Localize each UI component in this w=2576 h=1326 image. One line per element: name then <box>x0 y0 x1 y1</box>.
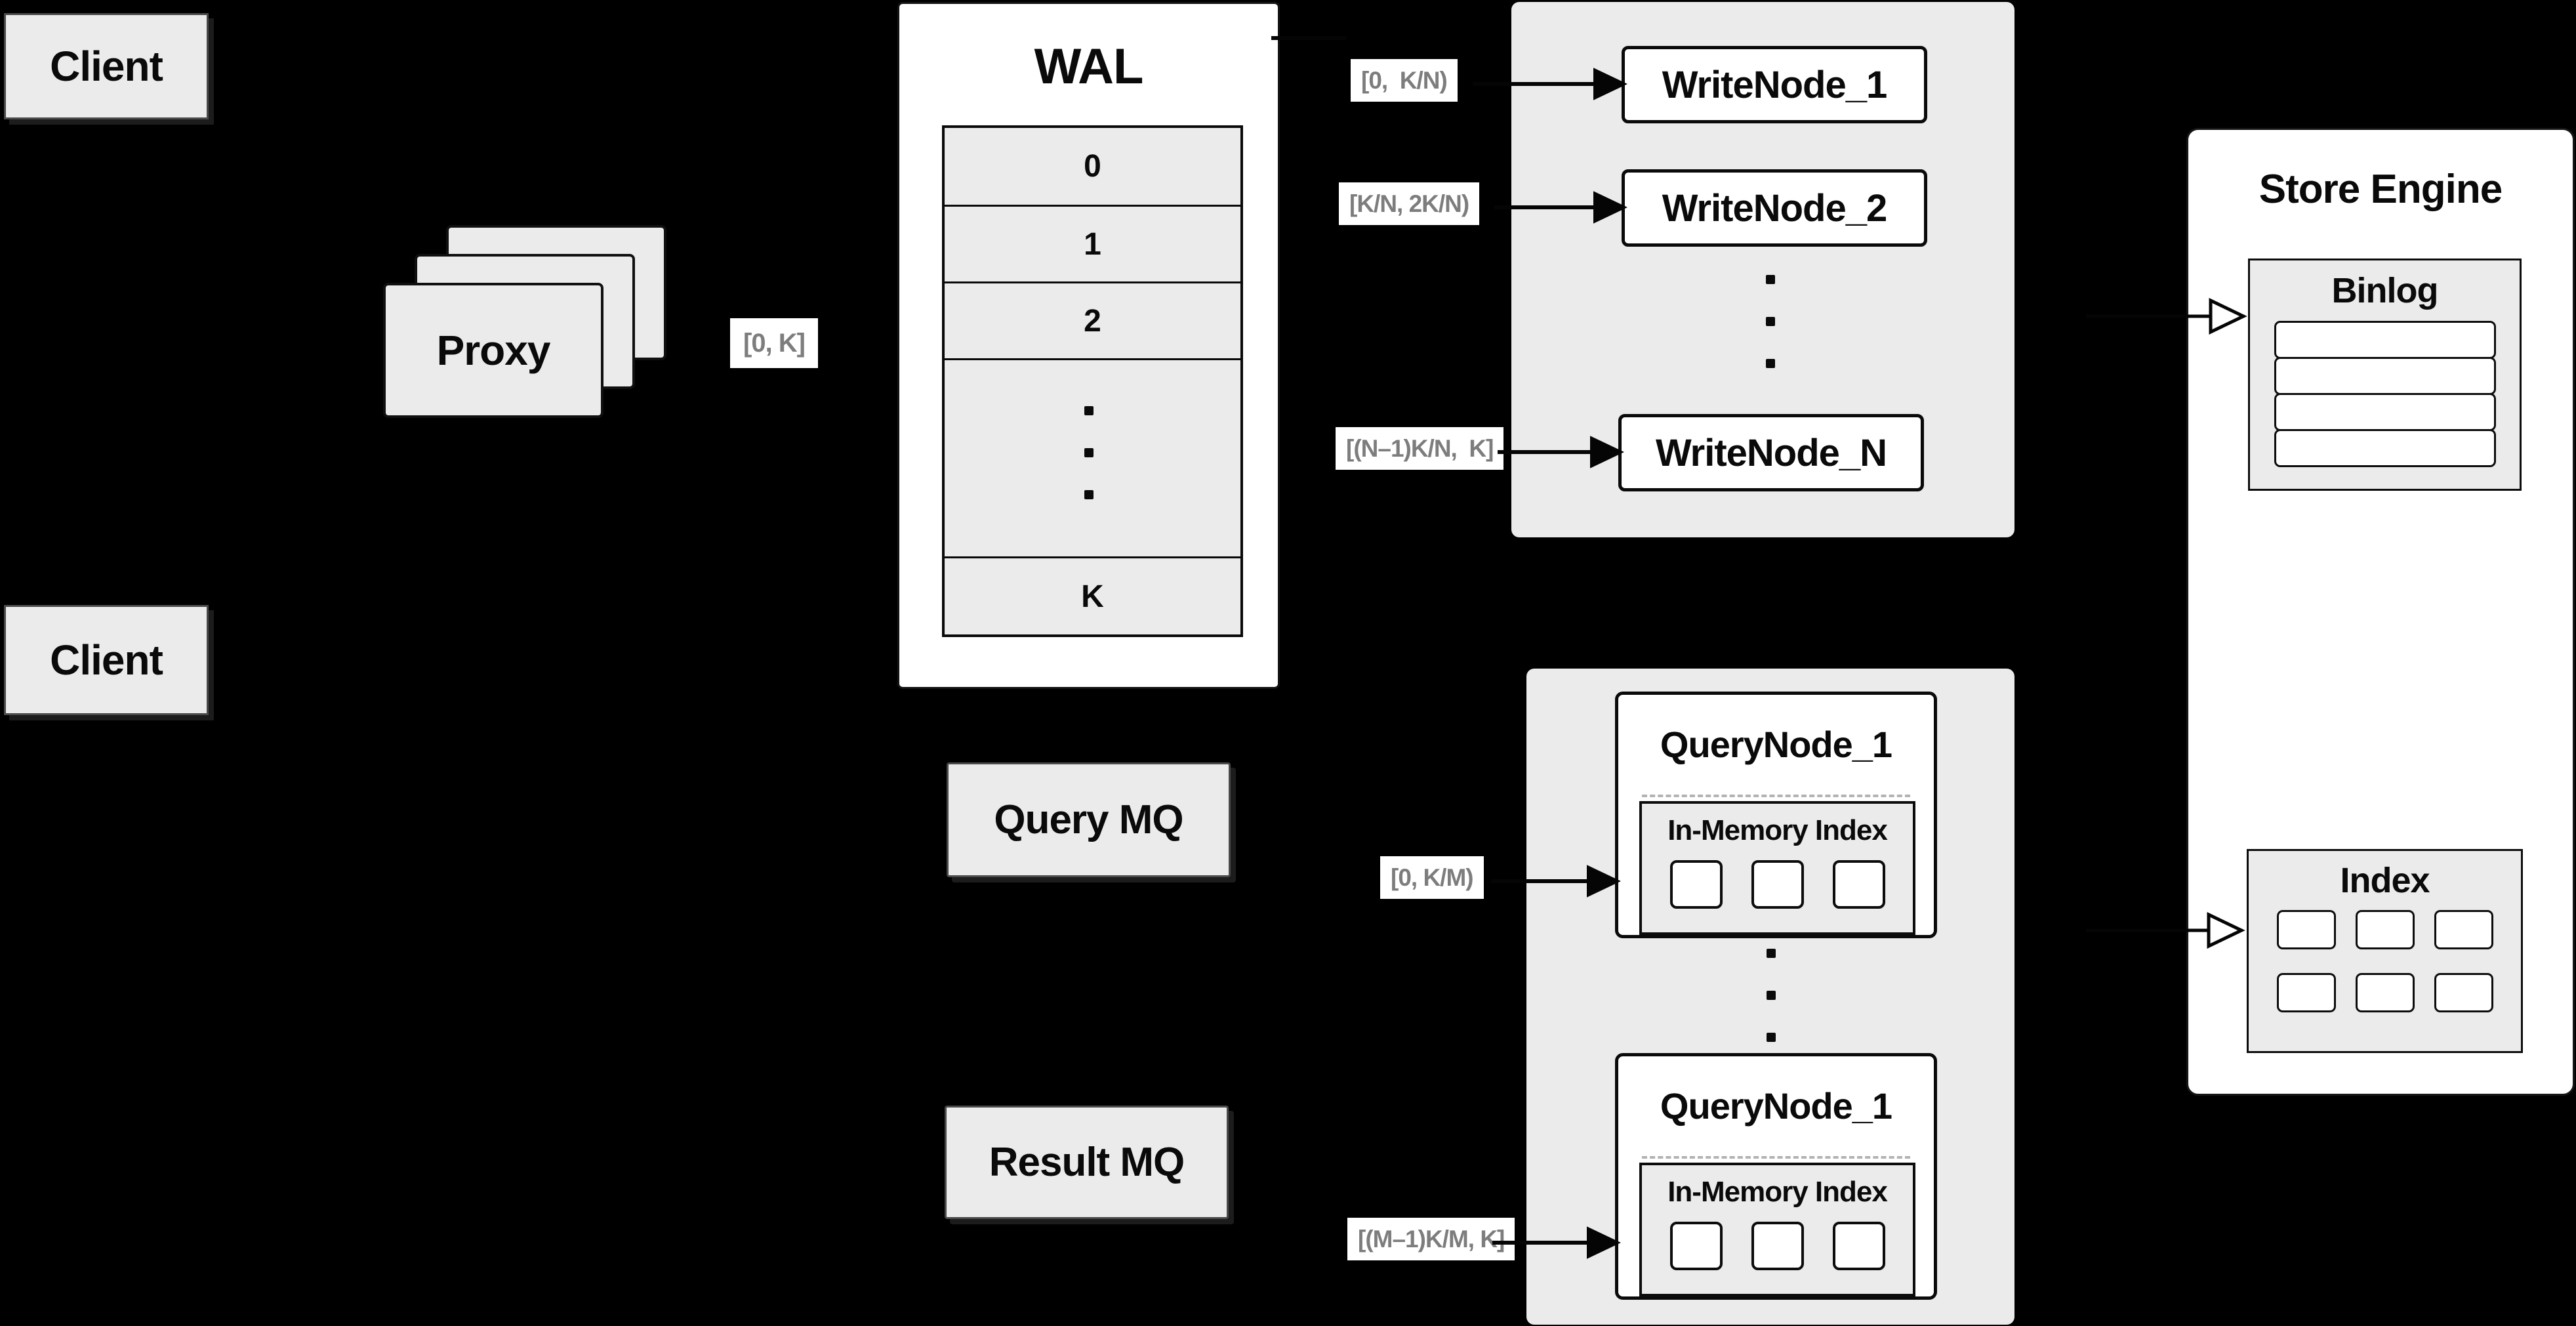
binlog-row <box>2274 429 2496 467</box>
client-box-bottom: Client <box>4 605 209 715</box>
wal-row-1: 1 <box>945 205 1240 281</box>
index-grid <box>2249 910 2521 1012</box>
dot-icon <box>1767 991 1776 1000</box>
write-node-n-box: WriteNode_N <box>1618 414 1924 491</box>
dot-icon <box>1084 406 1094 415</box>
write-node-ellipsis-dots <box>1766 275 1775 368</box>
memory-segment <box>1832 860 1885 909</box>
memory-segment <box>1669 860 1723 909</box>
range-label-client-to-wal: [0, K] <box>730 318 818 368</box>
in-memory-segments <box>1642 1222 1913 1270</box>
memory-segment <box>1832 1222 1885 1270</box>
wal-row-0: 0 <box>1084 149 1101 184</box>
result-mq-box: Result MQ <box>945 1106 1229 1219</box>
write-node-1-box: WriteNode_1 <box>1622 46 1927 123</box>
write-node-n-label: WriteNode_N <box>1655 431 1887 474</box>
store-engine-box: Store Engine Binlog Index <box>2186 128 2575 1096</box>
dot-icon <box>1766 359 1775 368</box>
wal-row-2: 2 <box>945 281 1240 358</box>
wal-row-k: K <box>945 556 1240 634</box>
client-box-top: Client <box>4 13 209 119</box>
dot-icon <box>1767 949 1776 958</box>
in-memory-segments <box>1642 860 1913 909</box>
range-label-query-node-m: [(M–1)K/M, K] <box>1347 1218 1515 1260</box>
index-cell <box>2434 973 2493 1012</box>
binlog-rows <box>2250 321 2520 467</box>
memory-segment <box>1751 860 1804 909</box>
index-cell <box>2434 910 2493 949</box>
index-box: Index <box>2247 849 2523 1053</box>
query-node-ellipsis-dots <box>1767 949 1776 1042</box>
query-node-top-box: QueryNode_1 In-Memory Index <box>1615 692 1937 938</box>
dot-icon <box>1084 490 1094 499</box>
range-label-write-node-1: [0, K/N) <box>1351 59 1458 102</box>
binlog-row <box>2274 321 2496 359</box>
query-node-divider <box>1642 795 1910 797</box>
range-label-query-node-1: [0, K/M) <box>1380 856 1484 899</box>
store-engine-title: Store Engine <box>2259 166 2503 212</box>
in-memory-index-box: In-Memory Index <box>1639 1163 1915 1296</box>
index-grid-row <box>2249 910 2521 949</box>
index-cell <box>2276 910 2336 949</box>
wal-ellipsis-dots <box>1084 406 1094 499</box>
dot-icon <box>1084 448 1094 457</box>
write-node-1-label: WriteNode_1 <box>1662 63 1887 106</box>
client-bottom-label: Client <box>50 636 163 684</box>
index-cell <box>2355 910 2415 949</box>
query-node-divider <box>1642 1156 1910 1159</box>
wal-table: 0 1 2 K <box>942 125 1243 637</box>
proxy-label: Proxy <box>436 327 551 374</box>
write-node-2-box: WriteNode_2 <box>1622 169 1927 247</box>
in-memory-index-title: In-Memory Index <box>1667 1176 1888 1208</box>
query-mq-label: Query MQ <box>994 797 1183 842</box>
binlog-row <box>2274 393 2496 431</box>
index-grid-row <box>2249 973 2521 1012</box>
wal-title: WAL <box>1034 38 1144 94</box>
range-label-write-node-n: [(N–1)K/N, K] <box>1336 427 1504 470</box>
dot-icon <box>1766 317 1775 326</box>
result-mq-label: Result MQ <box>989 1140 1185 1185</box>
binlog-title: Binlog <box>2331 271 2439 310</box>
wal-box: WAL 0 1 2 K <box>897 2 1280 689</box>
proxy-card-front: Proxy <box>383 283 603 418</box>
proxy-stack: Proxy <box>383 225 668 419</box>
query-node-bottom-title: QueryNode_1 <box>1660 1085 1892 1127</box>
in-memory-index-box: In-Memory Index <box>1639 801 1915 935</box>
in-memory-index-title: In-Memory Index <box>1667 814 1888 846</box>
client-top-label: Client <box>50 43 163 90</box>
dot-icon <box>1767 1033 1776 1042</box>
index-cell <box>2355 973 2415 1012</box>
wal-row-ellipsis <box>945 358 1240 556</box>
binlog-row <box>2274 357 2496 395</box>
range-label-write-node-2: [K/N, 2K/N) <box>1339 182 1480 225</box>
query-node-top-title: QueryNode_1 <box>1660 723 1892 765</box>
memory-segment <box>1669 1222 1723 1270</box>
binlog-box: Binlog <box>2248 259 2522 491</box>
dot-icon <box>1766 275 1775 284</box>
index-title: Index <box>2340 861 2430 900</box>
write-node-2-label: WriteNode_2 <box>1662 186 1887 230</box>
query-node-bottom-box: QueryNode_1 In-Memory Index <box>1615 1053 1937 1300</box>
query-mq-box: Query MQ <box>947 762 1231 877</box>
memory-segment <box>1751 1222 1804 1270</box>
index-cell <box>2276 973 2336 1012</box>
